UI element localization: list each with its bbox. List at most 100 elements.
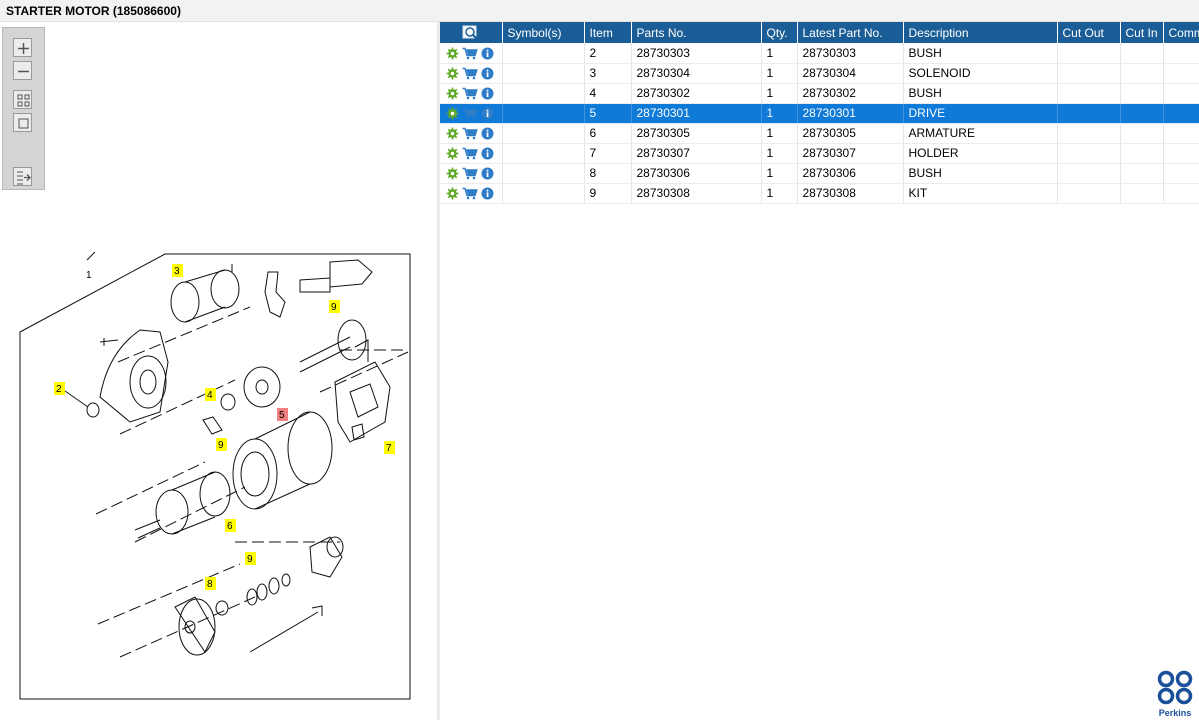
gear-icon[interactable] — [446, 187, 459, 200]
callout-9-top[interactable]: 9 — [331, 302, 337, 313]
fit-all-button[interactable] — [13, 90, 32, 109]
cart-icon[interactable] — [462, 67, 478, 80]
zoom-in-button[interactable] — [13, 38, 32, 57]
info-icon[interactable] — [481, 147, 494, 160]
callout-1[interactable]: 1 — [86, 270, 92, 281]
column-header-cut-in[interactable]: Cut In — [1120, 22, 1164, 43]
cell-cut-out — [1057, 103, 1121, 124]
callout-8[interactable]: 8 — [207, 579, 213, 590]
callout-5-box[interactable] — [277, 408, 288, 421]
info-icon[interactable] — [481, 87, 494, 100]
callout-4-box[interactable] — [205, 388, 216, 401]
cart-icon[interactable] — [462, 127, 478, 140]
info-icon[interactable] — [481, 47, 494, 60]
cart-icon[interactable] — [462, 167, 478, 180]
column-header-description[interactable]: Description — [903, 22, 1058, 43]
diagram-pane[interactable]: 1 3 2 9 4 5 9 7 6 9 8 — [0, 22, 437, 720]
gear-icon[interactable] — [446, 127, 459, 140]
cell-item: 9 — [584, 183, 632, 204]
perkins-logo-mark — [1157, 670, 1193, 705]
gear-icon[interactable] — [446, 47, 459, 60]
callout-3-box[interactable] — [172, 264, 183, 277]
info-icon[interactable] — [481, 67, 494, 80]
cart-icon[interactable] — [462, 187, 478, 200]
info-icon[interactable] — [481, 127, 494, 140]
actual-size-icon — [18, 118, 29, 129]
zoom-out-button[interactable] — [13, 61, 32, 80]
column-header-part-no[interactable]: Parts No. — [631, 22, 762, 43]
callout-9-mid[interactable]: 9 — [218, 440, 224, 451]
row-actions — [440, 63, 503, 84]
actual-size-button[interactable] — [13, 113, 32, 132]
column-header-item[interactable]: Item — [584, 22, 632, 43]
cell-qty: 1 — [761, 43, 798, 64]
cell-description: SOLENOID — [903, 63, 1058, 84]
gear-icon[interactable] — [446, 87, 459, 100]
info-icon[interactable] — [481, 187, 494, 200]
info-icon[interactable] — [481, 167, 494, 180]
exploded-parts-diagram[interactable]: 1 3 2 9 4 5 9 7 6 9 8 — [0, 212, 437, 720]
gear-icon[interactable] — [446, 107, 459, 120]
callout-9c-box[interactable] — [245, 552, 256, 565]
cell-latest-part-no: 28730308 — [797, 183, 904, 204]
callout-9b-box[interactable] — [216, 438, 227, 451]
callout-6[interactable]: 6 — [227, 521, 233, 532]
cell-part-no: 28730307 — [631, 143, 762, 164]
callout-6-box[interactable] — [225, 519, 236, 532]
info-icon[interactable] — [481, 107, 494, 120]
cart-icon[interactable] — [462, 87, 478, 100]
cell-cut-out — [1057, 63, 1121, 84]
cell-part-no: 28730308 — [631, 183, 762, 204]
cart-icon[interactable] — [462, 147, 478, 160]
column-header-cut-out[interactable]: Cut Out — [1057, 22, 1121, 43]
cell-item: 4 — [584, 83, 632, 104]
column-header-qty[interactable]: Qty. — [761, 22, 798, 43]
cell-cut-in — [1120, 163, 1164, 184]
cart-icon[interactable] — [462, 107, 478, 120]
cell-symbol — [502, 63, 585, 84]
row-actions — [440, 163, 503, 184]
cell-qty: 1 — [761, 123, 798, 144]
gear-icon[interactable] — [446, 67, 459, 80]
cell-cut-in — [1120, 83, 1164, 104]
cell-item: 8 — [584, 163, 632, 184]
cell-symbol — [502, 43, 585, 64]
export-button[interactable] — [13, 167, 32, 186]
callout-4[interactable]: 4 — [207, 390, 213, 401]
callout-8-box[interactable] — [205, 577, 216, 590]
cell-symbol — [502, 103, 585, 124]
column-header-latest-part-no[interactable]: Latest Part No. — [797, 22, 904, 43]
callout-5[interactable]: 5 — [279, 410, 285, 421]
cart-icon[interactable] — [462, 47, 478, 60]
callout-7-box[interactable] — [384, 441, 395, 454]
cell-comment — [1163, 43, 1199, 64]
callout-2[interactable]: 2 — [56, 384, 62, 395]
find-icon[interactable] — [462, 25, 480, 41]
callout-3[interactable]: 3 — [174, 266, 180, 277]
callout-7[interactable]: 7 — [386, 443, 392, 454]
callout-9a-box[interactable] — [329, 300, 340, 313]
cell-cut-out — [1057, 183, 1121, 204]
cell-cut-out — [1057, 123, 1121, 144]
cell-description: HOLDER — [903, 143, 1058, 164]
column-header-actions[interactable] — [440, 22, 503, 43]
pane-splitter[interactable] — [437, 22, 440, 720]
callout-9-low[interactable]: 9 — [247, 554, 253, 565]
cell-cut-in — [1120, 103, 1164, 124]
callout-2-box[interactable] — [54, 382, 65, 395]
gear-icon[interactable] — [446, 167, 459, 180]
gear-icon[interactable] — [446, 147, 459, 160]
column-header-comment[interactable]: Comment — [1163, 22, 1199, 43]
table-header: Symbol(s) Item Parts No. Qty. Latest Par… — [440, 22, 1199, 43]
row-actions — [440, 183, 503, 204]
column-header-symbols[interactable]: Symbol(s) — [502, 22, 585, 43]
logo-text: Perkins — [1158, 708, 1192, 718]
